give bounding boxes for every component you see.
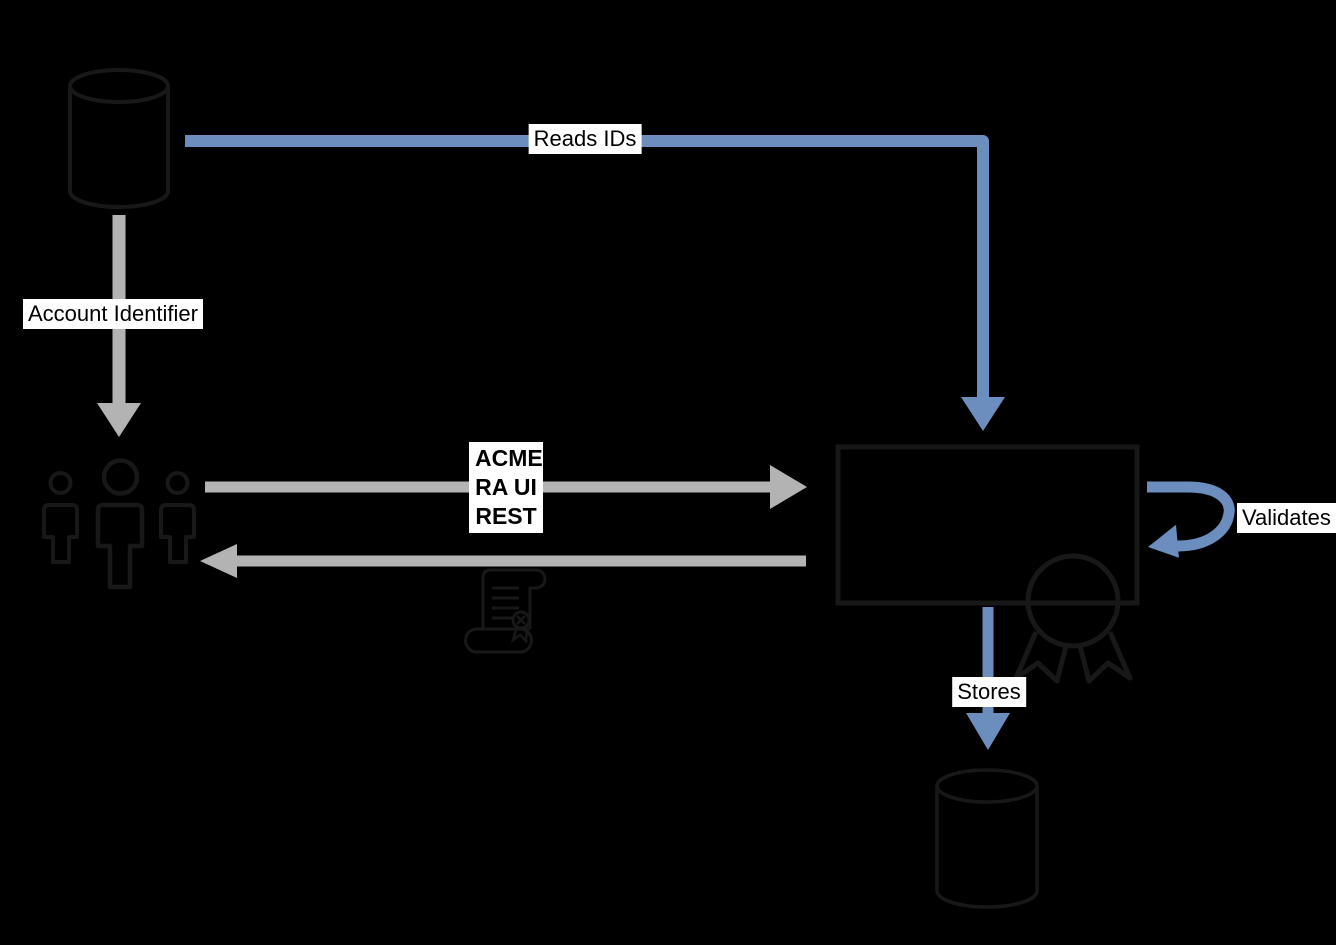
request-protocol-label: ACME RA UI REST <box>469 442 543 533</box>
request-protocol-line3: REST <box>475 503 537 529</box>
target-database-icon <box>935 768 1039 909</box>
seal-icon <box>511 610 531 630</box>
stores-label: Stores <box>952 677 1026 707</box>
arrowhead-down-icon <box>961 397 1005 431</box>
source-database-icon <box>68 68 170 209</box>
account-identifier-label: Account Identifier <box>23 299 203 329</box>
validates-label: Validates <box>1237 503 1336 533</box>
reads-ids-label: Reads IDs <box>528 124 642 154</box>
arrowhead-left-icon <box>200 544 237 578</box>
reads-ids-arrow <box>185 135 1005 431</box>
arrowhead-left-icon <box>1148 524 1179 558</box>
arrowhead-down-icon <box>966 713 1010 750</box>
validates-loop-arrow <box>1147 481 1235 558</box>
request-protocol-line1: ACME <box>475 445 543 471</box>
certificate-scroll-icon <box>464 568 547 654</box>
arrowhead-down-icon <box>97 403 141 437</box>
service-box <box>835 444 1140 606</box>
request-protocol-line2: RA UI <box>475 474 537 500</box>
arrowhead-right-icon <box>770 465 807 509</box>
certificate-ribbon-icon <box>1013 553 1133 684</box>
response-arrow <box>200 544 806 578</box>
users-icon <box>42 458 196 590</box>
